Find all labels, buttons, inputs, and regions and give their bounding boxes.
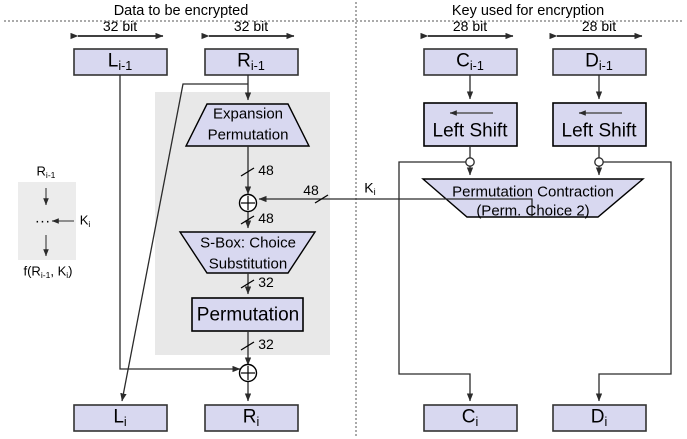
tick-expansion-out xyxy=(240,167,255,177)
junction-dot-c xyxy=(465,157,475,167)
width-label-data-left: 32 bit xyxy=(102,18,138,34)
label-subkey-main: K xyxy=(364,179,374,196)
box-r-next[interactable] xyxy=(204,404,299,432)
inset-label-output-p3: ) xyxy=(68,263,73,279)
label-d-prev-sub: i-1 xyxy=(598,58,613,73)
inset-label-input-main: R xyxy=(36,163,46,179)
shape-expansion-permutation[interactable] xyxy=(184,103,311,147)
box-c-next[interactable] xyxy=(423,404,518,432)
box-l-next[interactable] xyxy=(73,404,168,432)
box-d-next[interactable] xyxy=(552,404,647,432)
label-l-next-sub: i xyxy=(123,414,127,429)
inset-label-input-sub: i-1 xyxy=(45,169,56,180)
label-c-prev: Ci-1 xyxy=(456,51,484,72)
label-d-next-main: D xyxy=(590,406,605,428)
label-left-shift-c: Left Shift xyxy=(432,120,508,142)
width-label-data-right: 32 bit xyxy=(233,18,269,34)
label-c-next: Ci xyxy=(462,407,479,428)
shape-permutation-contraction[interactable] xyxy=(421,178,645,218)
shape-permutation[interactable] xyxy=(191,297,304,332)
bitlabel-sbox-out: 32 xyxy=(258,274,274,290)
inset-label-key-sub: i xyxy=(88,218,91,229)
box-r-prev[interactable] xyxy=(204,48,299,76)
label-l-prev-sub: i-1 xyxy=(118,58,133,73)
wire-junction-d-to-d-next xyxy=(595,161,672,402)
wire-contraction-to-xor xyxy=(258,195,533,217)
inset-label-input: Ri-1 xyxy=(37,165,56,180)
tick-sbox-out xyxy=(240,279,255,289)
label-subkey: Ki xyxy=(364,181,375,198)
inset-label-output-p2: , K xyxy=(50,263,67,279)
label-r-prev-sub: i-1 xyxy=(250,58,265,73)
label-r-next-sub: i xyxy=(256,414,260,429)
label-sbox-line2: Substitution xyxy=(208,255,288,273)
wire-l-prev-to-xor xyxy=(119,75,241,373)
inset-label-dots: ... xyxy=(35,209,51,227)
header-data: Data to be encrypted xyxy=(113,2,249,19)
label-c-prev-sub: i-1 xyxy=(469,58,484,73)
inset-label-output-p1: f(R xyxy=(23,263,41,279)
inset-label-output: f(Ri-1, Ki) xyxy=(23,265,72,280)
bitlabel-perm-out: 32 xyxy=(258,336,274,352)
width-label-key-left: 28 bit xyxy=(452,18,488,34)
label-l-prev: Li-1 xyxy=(108,51,133,72)
label-r-prev: Ri-1 xyxy=(237,51,265,72)
header-key: Key used for encryption xyxy=(451,2,605,19)
label-d-prev-main: D xyxy=(585,50,599,72)
label-contraction-line1: Permutation Contraction xyxy=(452,183,614,201)
inset-label-output-s1: i-1 xyxy=(40,269,51,280)
width-label-key-right: 28 bit xyxy=(581,18,617,34)
tick-xor-out xyxy=(240,215,255,225)
label-d-prev: Di-1 xyxy=(585,51,613,72)
inset-label-output-s2: i xyxy=(66,269,69,280)
shape-sbox[interactable] xyxy=(178,231,317,274)
label-l-prev-main: L xyxy=(107,50,119,72)
label-l-next-main: L xyxy=(113,406,124,428)
box-l-prev[interactable] xyxy=(73,48,168,76)
label-left-shift-d: Left Shift xyxy=(561,120,637,142)
bitlabel-expansion-out: 48 xyxy=(258,162,274,178)
tick-perm-out xyxy=(240,341,255,351)
label-expansion-line2: Permutation xyxy=(207,126,289,144)
junction-dot-d xyxy=(594,157,604,167)
label-subkey-sub: i xyxy=(373,187,376,198)
box-d-prev[interactable] xyxy=(552,48,647,76)
label-l-next: Li xyxy=(113,407,126,428)
label-r-next: Ri xyxy=(243,407,260,428)
tick-key-in xyxy=(314,194,329,204)
inset-label-key-main: K xyxy=(79,212,89,228)
wire-junction-c-to-c-next xyxy=(398,161,474,402)
label-c-prev-main: C xyxy=(456,50,470,72)
label-c-next-sub: i xyxy=(475,414,479,429)
label-r-prev-main: R xyxy=(237,50,251,72)
label-permutation: Permutation xyxy=(196,304,300,326)
label-sbox-line1: S-Box: Choice xyxy=(200,234,296,252)
label-expansion-line1: Expansion xyxy=(212,105,284,123)
wire-r-prev-branch-to-l-next xyxy=(120,83,248,402)
label-d-next-sub: i xyxy=(604,414,608,429)
label-contraction-line2: (Perm. Choice 2) xyxy=(476,202,590,220)
label-c-next-main: C xyxy=(461,406,476,428)
bitlabel-key-in: 48 xyxy=(303,182,319,198)
label-r-next-main: R xyxy=(242,406,257,428)
inset-label-key: Ki xyxy=(80,214,91,229)
label-d-next: Di xyxy=(591,407,608,428)
bitlabel-xor-out: 48 xyxy=(258,210,274,226)
